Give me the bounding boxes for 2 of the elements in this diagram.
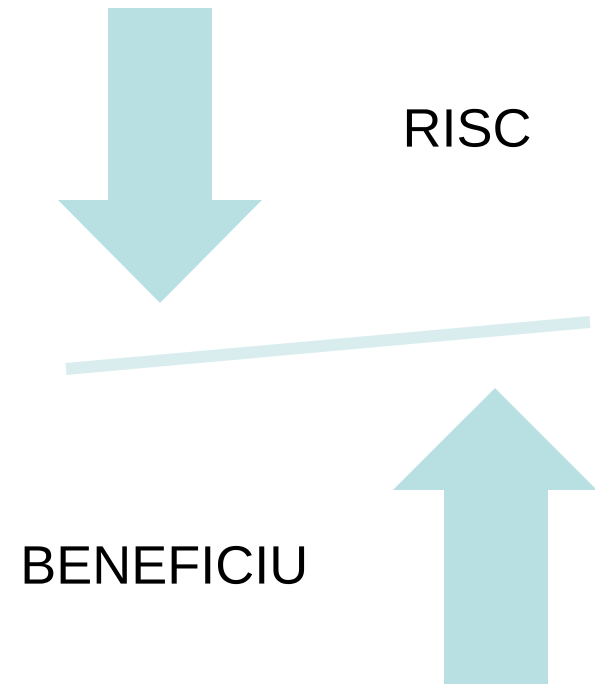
label: BENEFICIU (24, 546, 304, 584)
label: RISC (406, 108, 530, 148)
